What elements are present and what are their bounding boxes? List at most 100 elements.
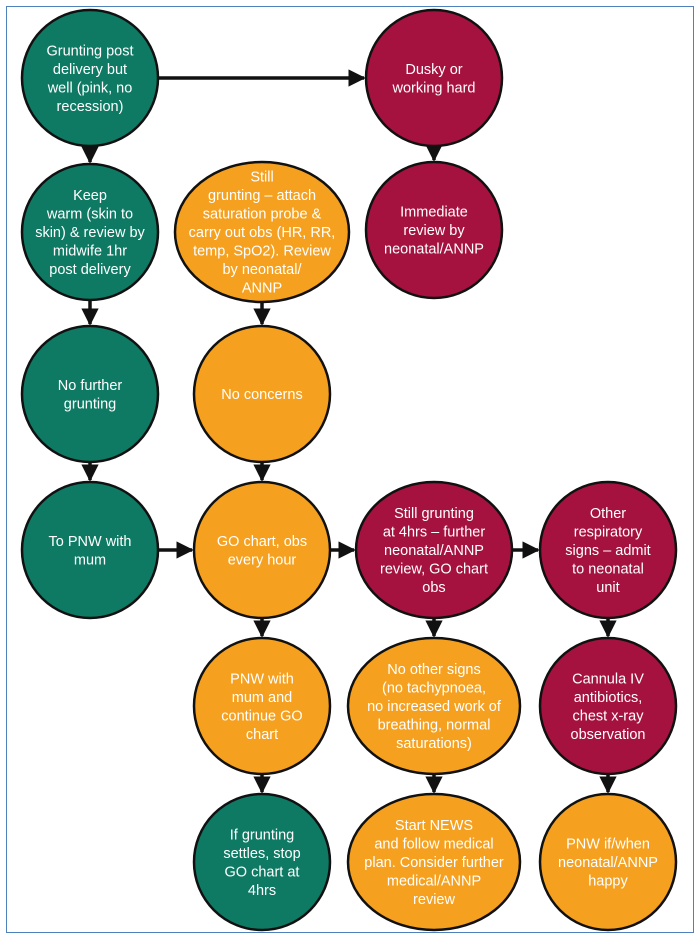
- node-pnw-if-happy: PNW if/when neonatal/ANNP happy: [538, 792, 678, 932]
- node-label-no-other-signs-line-2: no increased work of: [367, 699, 502, 715]
- node-label-cannula-line-0: Cannula IV: [572, 671, 644, 687]
- node-label-pnw-if-happy-line-2: happy: [588, 874, 628, 890]
- node-grunting-post-delivery: Grunting post delivery but well (pink, no r…: [20, 8, 160, 148]
- node-no-concerns: No concerns: [192, 324, 332, 464]
- node-label-no-concerns-line-0: No concerns: [221, 387, 302, 403]
- node-label-grunting-post-delivery-line-2: well (pink, no: [47, 80, 133, 96]
- node-label-start-news-line-1: and follow medical: [374, 837, 493, 853]
- node-start-news: Start NEWS and follow medical plan. Consid…: [346, 792, 522, 932]
- node-shape-grunting-post-delivery: [20, 8, 160, 148]
- node-label-pnw-continue-line-2: continue GO: [221, 708, 302, 724]
- node-label-keep-warm-line-2: skin) & review by: [35, 225, 145, 241]
- node-other-respiratory: Other respiratory signs – admit to neonatal…: [538, 480, 678, 620]
- node-label-cannula-line-3: observation: [571, 727, 646, 743]
- node-label-still-grunting-line-1: grunting – attach: [208, 188, 316, 204]
- diagram-frame: [6, 6, 694, 933]
- node-label-other-respiratory-line-0: Other: [590, 506, 626, 522]
- node-shape-still-grunting: [173, 160, 351, 304]
- node-label-if-grunting-settles-line-3: 4hrs: [248, 883, 276, 899]
- node-label-to-pnw-line-0: To PNW with: [49, 534, 132, 550]
- node-label-still-grunting-line-0: Still: [250, 170, 273, 186]
- node-shape-other-respiratory: [538, 480, 678, 620]
- node-label-if-grunting-settles-line-1: settles, stop: [223, 846, 300, 862]
- node-shape-no-other-signs: [346, 636, 522, 776]
- node-label-grunting-post-delivery-line-1: delivery but: [53, 62, 127, 78]
- node-shape-cannula: [538, 636, 678, 776]
- node-label-keep-warm-line-3: midwife 1hr: [53, 244, 127, 260]
- node-still-grunting-4hrs: Still grunting at 4hrs – further neonatal/…: [354, 480, 514, 620]
- node-shape-to-pnw: [20, 480, 160, 620]
- node-label-keep-warm-line-1: warm (skin to: [46, 207, 133, 223]
- node-go-chart: GO chart, obs every hour: [192, 480, 332, 620]
- node-label-other-respiratory-line-3: to neonatal: [572, 562, 644, 578]
- node-label-dusky-line-0: Dusky or: [405, 62, 462, 78]
- node-label-no-further-grunting-line-1: grunting: [64, 396, 116, 412]
- node-no-further-grunting: No further grunting: [20, 324, 160, 464]
- node-label-pnw-if-happy-line-1: neonatal/ANNP: [558, 855, 658, 871]
- node-label-to-pnw-line-1: mum: [74, 552, 106, 568]
- node-shape-pnw-if-happy: [538, 792, 678, 932]
- node-label-still-grunting-4hrs-line-2: neonatal/ANNP: [384, 543, 484, 559]
- node-label-no-other-signs-line-4: saturations): [396, 736, 472, 752]
- node-label-keep-warm-line-4: post delivery: [49, 262, 131, 278]
- node-label-still-grunting-4hrs-line-4: obs: [422, 580, 445, 596]
- node-label-other-respiratory-line-1: respiratory: [574, 525, 643, 541]
- node-label-cannula-line-2: chest x-ray: [573, 708, 645, 724]
- node-label-start-news-line-0: Start NEWS: [395, 818, 473, 834]
- node-if-grunting-settles: If grunting settles, stop GO chart at 4hrs: [192, 792, 332, 932]
- node-keep-warm: Keep warm (skin to skin) & review by midwif…: [20, 162, 160, 302]
- node-dusky: Dusky or working hard: [364, 8, 504, 148]
- node-shape-keep-warm: [20, 162, 160, 302]
- node-shape-dusky: [364, 8, 504, 148]
- node-label-still-grunting-4hrs-line-3: review, GO chart: [380, 562, 488, 578]
- node-label-immediate-review-line-1: review by: [403, 223, 465, 239]
- node-shape-immediate-review: [364, 160, 504, 300]
- node-shape-still-grunting-4hrs: [354, 480, 514, 620]
- node-label-keep-warm-line-0: Keep: [73, 188, 107, 204]
- arrows: [81, 69, 617, 794]
- node-no-other-signs: No other signs (no tachypnoea, no increase…: [346, 636, 522, 776]
- node-shape-if-grunting-settles: [192, 792, 332, 932]
- node-shape-start-news: [346, 792, 522, 932]
- node-still-grunting: Still grunting – attach saturation probe &…: [173, 160, 351, 304]
- node-label-start-news-line-4: review: [413, 892, 455, 908]
- node-label-start-news-line-3: medical/ANNP: [387, 874, 481, 890]
- node-label-no-other-signs-line-3: breathing, normal: [378, 718, 491, 734]
- node-shape-no-further-grunting: [20, 324, 160, 464]
- node-label-if-grunting-settles-line-0: If grunting: [230, 827, 295, 843]
- node-label-grunting-post-delivery-line-0: Grunting post: [46, 43, 133, 59]
- node-label-grunting-post-delivery-line-3: recession): [57, 99, 124, 115]
- node-label-still-grunting-line-3: carry out obs (HR, RR,: [189, 225, 336, 241]
- node-immediate-review: Immediate review by neonatal/ANNP: [364, 160, 504, 300]
- node-shape-pnw-continue: [192, 636, 332, 776]
- node-label-still-grunting-line-2: saturation probe &: [203, 207, 322, 223]
- node-label-still-grunting-line-4: temp, SpO2). Review: [193, 244, 331, 260]
- node-label-other-respiratory-line-4: unit: [596, 580, 619, 596]
- node-label-if-grunting-settles-line-2: GO chart at: [225, 864, 300, 880]
- node-label-go-chart-line-1: every hour: [228, 552, 297, 568]
- node-label-no-other-signs-line-1: (no tachypnoea,: [382, 681, 486, 697]
- node-label-other-respiratory-line-2: signs – admit: [565, 543, 650, 559]
- node-label-immediate-review-line-0: Immediate: [400, 205, 468, 221]
- node-label-immediate-review-line-2: neonatal/ANNP: [384, 242, 484, 258]
- node-label-still-grunting-4hrs-line-1: at 4hrs – further: [383, 525, 486, 541]
- node-shape-go-chart: [192, 480, 332, 620]
- node-label-pnw-continue-line-1: mum and: [232, 690, 292, 706]
- node-label-no-other-signs-line-0: No other signs: [387, 662, 481, 678]
- node-cannula: Cannula IV antibiotics, chest x-ray observa…: [538, 636, 678, 776]
- node-label-pnw-continue-line-0: PNW with: [230, 671, 294, 687]
- node-label-start-news-line-2: plan. Consider further: [364, 855, 504, 871]
- node-label-pnw-if-happy-line-0: PNW if/when: [566, 837, 650, 853]
- node-to-pnw: To PNW with mum: [20, 480, 160, 620]
- node-label-go-chart-line-0: GO chart, obs: [217, 534, 307, 550]
- node-label-cannula-line-1: antibiotics,: [574, 690, 643, 706]
- node-label-still-grunting-line-5: by neonatal/: [222, 262, 302, 278]
- node-label-still-grunting-4hrs-line-0: Still grunting: [394, 506, 474, 522]
- node-label-no-further-grunting-line-0: No further: [58, 378, 123, 394]
- node-label-pnw-continue-line-3: chart: [246, 727, 278, 743]
- flow-nodes: Grunting post delivery but well (pink, no r…: [20, 8, 678, 932]
- node-label-still-grunting-line-6: ANNP: [242, 281, 282, 297]
- node-label-dusky-line-1: working hard: [391, 80, 475, 96]
- node-pnw-continue: PNW with mum and continue GO chart: [192, 636, 332, 776]
